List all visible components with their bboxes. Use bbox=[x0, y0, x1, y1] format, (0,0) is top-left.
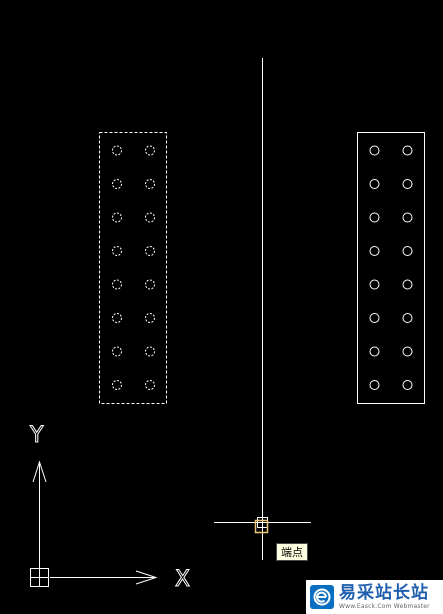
watermark-text: 易采站长站 Www.Easck.Com Webmaster bbox=[339, 582, 430, 610]
left-plate-bolt-hole-icon bbox=[112, 313, 122, 323]
left-plate-bolt-hole-icon bbox=[145, 279, 155, 290]
right-plate-bolt-hole-icon bbox=[402, 346, 413, 357]
ucs-x-label: X bbox=[175, 567, 190, 592]
left-plate-selected[interactable] bbox=[99, 132, 167, 404]
right-plate-bolt-hole-icon bbox=[369, 313, 380, 323]
left-plate-bolt-hole-icon bbox=[145, 246, 155, 256]
left-plate-bolt-hole-icon bbox=[112, 246, 122, 256]
ucs-y-label: Y bbox=[29, 423, 44, 448]
right-plate-bolt-hole-icon bbox=[402, 212, 413, 223]
right-plate-bolt-hole-icon bbox=[402, 279, 413, 290]
left-plate-bolt-hole-icon bbox=[112, 145, 122, 156]
right-plate-bolt-hole-icon bbox=[402, 313, 413, 323]
watermark-title: 易采站长站 bbox=[339, 582, 429, 603]
right-plate-bolt-hole-icon bbox=[369, 145, 380, 156]
left-plate-bolt-hole-icon bbox=[145, 145, 155, 156]
right-plate-bolt-hole-icon bbox=[402, 246, 413, 256]
left-plate-bolt-hole-icon bbox=[145, 179, 155, 189]
crosshair-cursor bbox=[214, 480, 311, 560]
ucs-y-arrowhead bbox=[32, 460, 47, 483]
left-plate-bolt-hole-icon bbox=[112, 346, 122, 357]
e-logo-icon bbox=[310, 585, 334, 609]
right-plate-outline[interactable] bbox=[357, 132, 425, 404]
watermark-badge: 易采站长站 Www.Easck.Com Webmaster bbox=[306, 580, 443, 614]
left-plate-bolt-hole-icon bbox=[112, 179, 122, 189]
right-plate-bolt-hole-icon bbox=[402, 179, 413, 189]
watermark-url: Www.Easck.Com Webmaster bbox=[339, 602, 430, 610]
left-plate-bolt-hole-icon bbox=[112, 212, 122, 223]
right-plate-bolt-hole-icon bbox=[369, 346, 380, 357]
left-plate-bolt-hole-icon bbox=[145, 212, 155, 223]
right-plate-bolt-hole-icon bbox=[402, 380, 413, 390]
right-plate-holes bbox=[369, 145, 413, 390]
right-plate-bolt-hole-icon bbox=[369, 246, 380, 256]
left-plate-bolt-hole-icon bbox=[112, 279, 122, 290]
right-plate-bolt-hole-icon bbox=[369, 380, 380, 390]
left-plate-bolt-hole-icon bbox=[145, 313, 155, 323]
right-plate-bolt-hole-icon bbox=[369, 279, 380, 290]
left-plate-bolt-hole-icon bbox=[145, 346, 155, 357]
right-plate-bolt-hole-icon bbox=[369, 212, 380, 223]
left-plate-bolt-hole-icon bbox=[112, 380, 122, 390]
right-plate-bolt-hole-icon bbox=[402, 145, 413, 156]
left-plate-outline[interactable] bbox=[99, 132, 167, 404]
endpoint-snap-marker-icon bbox=[254, 519, 269, 534]
left-plate-bolt-hole-icon bbox=[145, 380, 155, 390]
ucs-icon: Y X bbox=[29, 423, 191, 593]
right-plate-bolt-hole-icon bbox=[369, 179, 380, 189]
osnap-tooltip: 端点 bbox=[276, 543, 308, 561]
ucs-x-arrowhead bbox=[135, 570, 158, 585]
left-plate-holes bbox=[112, 145, 155, 390]
right-plate[interactable] bbox=[357, 132, 425, 404]
